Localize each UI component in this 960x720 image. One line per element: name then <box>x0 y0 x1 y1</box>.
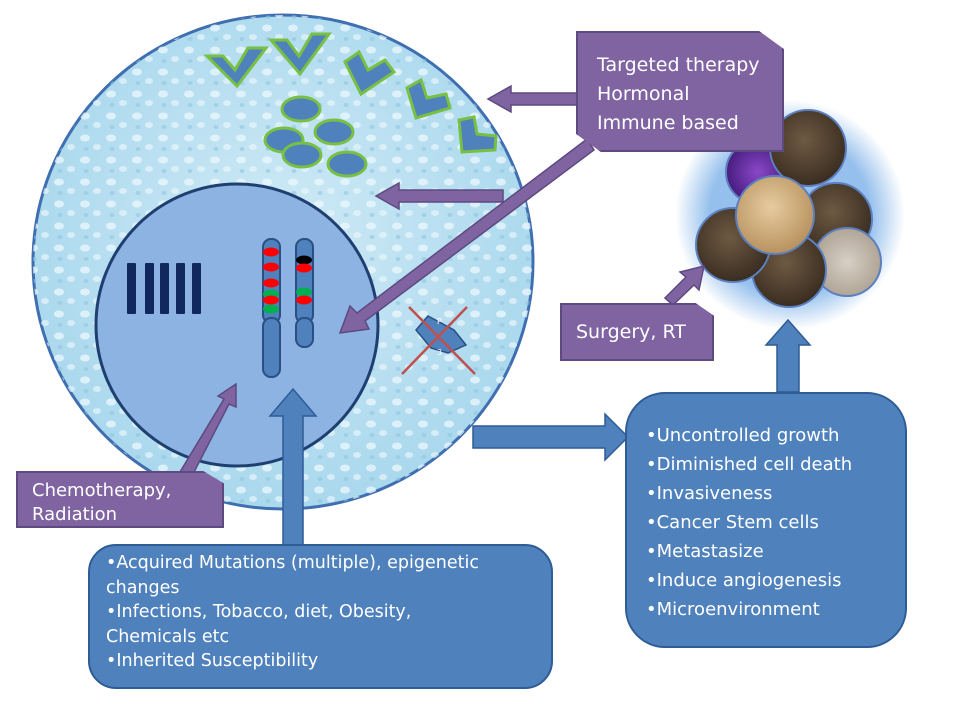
cross-line <box>401 306 468 375</box>
receptor-chevron <box>267 32 332 77</box>
surgery-callout: Surgery, RT <box>560 303 714 361</box>
hallmark-item: •Metastasize <box>646 541 764 562</box>
mutation-band <box>263 247 279 257</box>
hallmark-item: •Invasiveness <box>646 483 773 504</box>
treatment-hormonal: Hormonal <box>597 83 690 105</box>
cross-line <box>408 306 476 375</box>
vesicle <box>280 95 322 123</box>
hallmark-item: •Cancer Stem cells <box>646 512 819 533</box>
mutation-band <box>296 287 312 297</box>
tumor-cluster <box>675 100 905 330</box>
receptor-chevron <box>457 115 498 154</box>
vesicle <box>326 150 368 178</box>
mutation-band <box>296 255 312 265</box>
arrow-hallmarks-up <box>764 318 812 393</box>
vesicle <box>281 141 323 169</box>
arrow-chemo <box>178 382 237 480</box>
hallmark-item: •Diminished cell death <box>646 454 853 475</box>
purple-arrows <box>178 84 705 480</box>
vesicle <box>313 118 355 146</box>
receptor-chevrons <box>203 32 498 154</box>
receptor-chevron <box>343 49 397 97</box>
treatment-callout: Targeted therapy Hormonal Immune based <box>576 31 784 152</box>
arrow-to-cytoplasm <box>374 181 504 211</box>
arrow-to-hallmarks <box>472 412 630 462</box>
treatment-immune: Immune based <box>597 112 739 134</box>
dna-bars <box>127 263 201 314</box>
receptor-chevron <box>405 77 452 120</box>
vesicles <box>263 95 368 178</box>
surgery-label: Surgery, RT <box>576 321 686 343</box>
chromosome-left <box>262 238 281 378</box>
mutation-band <box>296 263 312 273</box>
mutation-band <box>263 278 279 288</box>
causes-line: Chemicals etc <box>106 626 230 647</box>
mutation-band <box>263 262 279 272</box>
causes-line: •Infections, Tobacco, diet, Obesity, <box>106 602 412 622</box>
p53-label-bottom: 3 <box>437 348 442 357</box>
blue-arrows <box>268 318 812 547</box>
causes-callout: •Acquired Mutations (multiple), epigenet… <box>88 544 553 689</box>
mutation-band <box>263 295 279 305</box>
mutation-band <box>296 295 312 305</box>
chemo-callout: Chemotherapy, Radiation <box>16 471 224 528</box>
p53-protein: P 3 <box>401 306 476 375</box>
cell-nucleus <box>94 182 380 468</box>
chemo-line-2: Radiation <box>32 504 118 525</box>
arrow-to-receptors <box>486 84 585 114</box>
mutation-band <box>263 304 279 314</box>
causes-line: •Inherited Susceptibility <box>106 651 319 671</box>
hallmark-item: •Microenvironment <box>646 599 820 620</box>
causes-line: changes <box>106 577 180 598</box>
chromosome-right <box>295 238 314 348</box>
receptor-chevron <box>203 46 270 89</box>
hallmarks-callout: •Uncontrolled growth •Diminished cell de… <box>625 392 907 648</box>
tumor-cell <box>735 175 815 255</box>
hallmark-item: •Induce angiogenesis <box>646 570 842 591</box>
causes-line: •Acquired Mutations (multiple), epigenet… <box>106 553 479 573</box>
arrow-to-nucleus <box>338 137 596 334</box>
hallmark-item: •Uncontrolled growth <box>646 425 840 446</box>
p53-label-top: P <box>437 317 442 326</box>
arrow-causes-up <box>268 387 318 547</box>
treatment-targeted: Targeted therapy <box>597 54 760 76</box>
chemo-line-1: Chemotherapy, <box>32 480 172 501</box>
arrow-surgery <box>663 264 705 307</box>
